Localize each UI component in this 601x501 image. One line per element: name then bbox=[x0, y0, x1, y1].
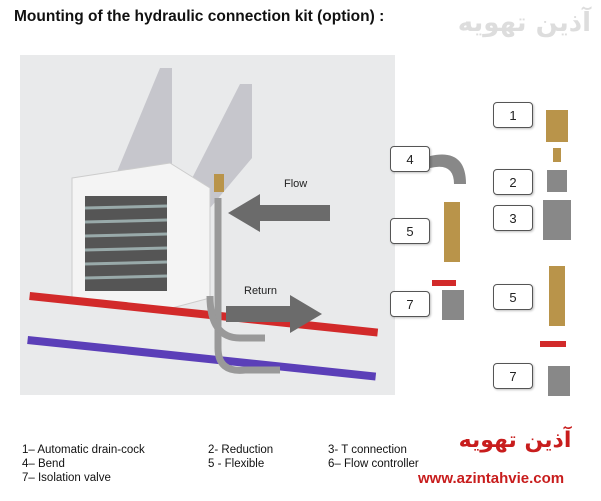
callout-1: 1 bbox=[493, 102, 533, 128]
flexible-hose-return bbox=[206, 295, 265, 342]
legend-item: 6– Flow controller bbox=[328, 458, 419, 470]
flow-arrow bbox=[228, 194, 330, 232]
website-url: www.azintahvie.com bbox=[418, 470, 565, 487]
callout-4: 4 bbox=[390, 146, 430, 172]
wall-bracket-right bbox=[182, 84, 252, 208]
callout-2: 2 bbox=[493, 169, 533, 195]
legend-item: 1– Automatic drain-cock bbox=[22, 444, 145, 456]
flexible-hose-flow bbox=[214, 198, 280, 374]
diagram: Flow Return 1 2 3 4 5 5 7 7 bbox=[0, 48, 601, 408]
callout-5-left: 5 bbox=[390, 218, 430, 244]
legend-item: 5 - Flexible bbox=[208, 458, 265, 470]
page-title: Mounting of the hydraulic connection kit… bbox=[14, 8, 385, 25]
legend-item: 4– Bend bbox=[22, 458, 65, 470]
return-label: Return bbox=[244, 285, 278, 297]
installation-illustration bbox=[27, 68, 571, 396]
return-pipe-blue bbox=[27, 336, 377, 381]
valve-handles bbox=[432, 280, 566, 347]
flow-label: Flow bbox=[284, 178, 308, 190]
brand-name: آذین تهویه bbox=[458, 428, 572, 453]
callout-5-right: 5 bbox=[493, 284, 533, 310]
callout-7-left: 7 bbox=[390, 291, 430, 317]
drain-cock bbox=[214, 174, 224, 192]
callout-7-right: 7 bbox=[493, 363, 533, 389]
parts-legend: 1– Automatic drain-cock 2- Reduction 3- … bbox=[22, 444, 442, 490]
unit-heater bbox=[71, 162, 211, 309]
brand-watermark-top: آذین تهویه bbox=[457, 8, 591, 38]
return-arrow bbox=[226, 295, 322, 333]
callout-3: 3 bbox=[493, 205, 533, 231]
legend-item: 3- T connection bbox=[328, 444, 407, 456]
parts-steel bbox=[430, 154, 571, 396]
parts-brass bbox=[444, 110, 568, 326]
legend-item: 2- Reduction bbox=[208, 444, 274, 456]
legend-item: 7– Isolation valve bbox=[22, 472, 111, 484]
